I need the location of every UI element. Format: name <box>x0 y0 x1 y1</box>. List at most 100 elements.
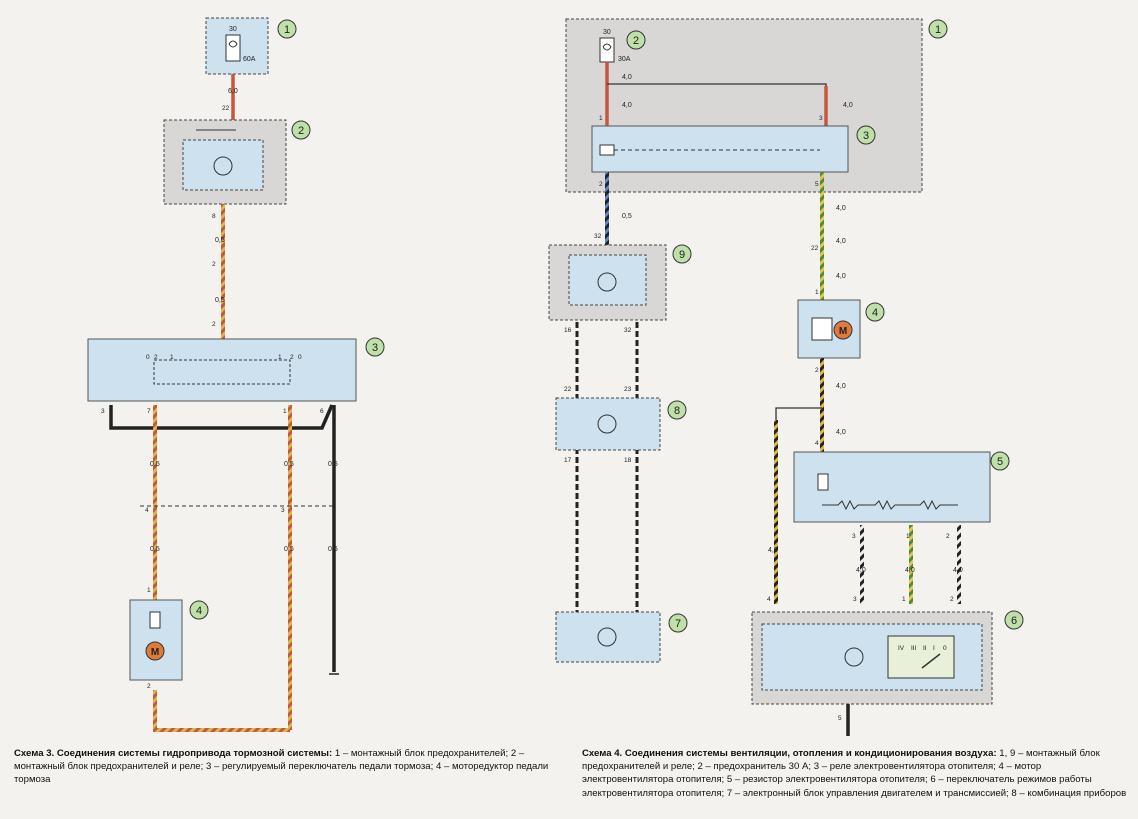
mode-switch-dial <box>887 635 955 679</box>
pin-label: 1 <box>170 354 174 361</box>
pin-label: 1 <box>599 115 603 122</box>
transistor-icon <box>597 272 617 292</box>
pin-label: 2 <box>147 683 151 690</box>
wire-label: 4,0 <box>836 429 846 436</box>
pin-label: 18 <box>624 457 632 464</box>
pin-label: 0 <box>298 354 302 361</box>
caption-body: 1, 9 – монтажный блок предохранителей и … <box>582 748 1127 799</box>
pin-label: 3 <box>281 507 285 514</box>
motor-letter: M <box>839 326 847 337</box>
switch-scale: III <box>911 645 917 652</box>
pin-label: 1 <box>902 596 906 603</box>
wire-label: 0,5 <box>328 461 338 468</box>
caption-scheme-4: Схема 4. Соединения системы вентиляции, … <box>582 747 1134 800</box>
callout-4 <box>189 600 209 620</box>
pin-label: 32 <box>594 233 602 240</box>
transistor-icon <box>597 627 617 647</box>
pin-label: 4 <box>815 440 819 447</box>
pin-label: 3 <box>101 408 105 415</box>
wire-label: 0,5 <box>215 297 225 304</box>
wire-label: 0,5 <box>284 546 294 553</box>
s3-brake-switch-block <box>87 338 357 402</box>
wire-label: 0,5 <box>622 213 632 220</box>
pin-label: 1 <box>278 354 282 361</box>
motor-letter: M <box>151 647 159 658</box>
callout-7 <box>668 613 688 633</box>
switch-scale: 0 <box>943 645 947 652</box>
pin-label: 8 <box>212 213 216 220</box>
pin-label: 4 <box>145 507 149 514</box>
resistor-icon <box>822 499 958 511</box>
wire-label: 4,0 <box>836 205 846 212</box>
callout-number: 1 <box>284 24 290 36</box>
callout-number: 5 <box>997 456 1003 468</box>
pin-label: 22 <box>811 245 819 252</box>
pin-label: 6 <box>320 408 324 415</box>
caption-title: Схема 4. Соединения системы вентиляции, … <box>582 748 997 759</box>
s3-fuse <box>225 34 241 62</box>
s3-ground-wire <box>109 404 334 430</box>
callout-number: 1 <box>935 24 941 36</box>
callout-number: 9 <box>679 249 685 261</box>
callout-number: 4 <box>872 307 878 319</box>
pin-label: 23 <box>624 386 632 393</box>
pin-label: 3 <box>819 115 823 122</box>
pin-label: 3 <box>853 596 857 603</box>
pin-label: 2 <box>815 367 819 374</box>
switch-scale: I <box>933 645 935 652</box>
s3-fuse-rating: 60A <box>243 56 256 63</box>
callout-number: 7 <box>675 618 681 630</box>
wire-label: 4,0 <box>836 273 846 280</box>
callout-number: 8 <box>674 405 680 417</box>
callout-1 <box>277 19 297 39</box>
pin-label: 1 <box>147 587 151 594</box>
pin-label: 22 <box>222 105 230 112</box>
callout-2 <box>291 120 311 140</box>
pin-label: 4 <box>767 596 771 603</box>
s3-fuse-top-label: 30 <box>229 26 237 33</box>
callout-number: 3 <box>372 342 378 354</box>
pin-label: 2 <box>950 596 954 603</box>
wire-label: 4,0 <box>836 238 846 245</box>
callout-number: 4 <box>196 605 202 617</box>
motor-icon <box>833 320 853 340</box>
callout-9 <box>672 244 692 264</box>
pin-label: 2 <box>212 261 216 268</box>
wire-label: 0,5 <box>284 461 294 468</box>
pin-label: 2 <box>212 321 216 328</box>
callout-6 <box>1004 610 1024 630</box>
s4-relay-block <box>591 125 849 173</box>
callout-number: 6 <box>1011 615 1017 627</box>
wire-label: 4,0 <box>622 74 632 81</box>
transistor-icon <box>597 414 617 434</box>
pin-label: 2 <box>154 354 158 361</box>
s4-instrument-cluster-block <box>555 397 661 451</box>
s4-fuse-top-label: 30 <box>603 29 611 36</box>
pin-label: 5 <box>838 715 842 722</box>
wiring-diagram-canvas: 30 60A 6,0 22 8 0,5 2 0,5 2 0 2 1 1 2 0 … <box>87 17 1024 736</box>
caption-body: 1 – монтажный блок предохранителей; 2 – … <box>14 748 549 786</box>
wire-label: 4,0 <box>768 547 778 554</box>
pin-label: 22 <box>564 386 572 393</box>
s4-resistor-fuse <box>817 473 829 491</box>
switch-scale: II <box>923 645 927 652</box>
wire-label: 6,0 <box>228 88 238 95</box>
pin-label: 16 <box>564 327 572 334</box>
transistor-icon <box>213 156 233 176</box>
wire-label: 0,5 <box>150 461 160 468</box>
callout-1 <box>928 19 948 39</box>
motor-filter-icon <box>811 317 833 341</box>
s4-fuse-rating: 30A <box>618 56 631 63</box>
pin-label: 0 <box>146 354 150 361</box>
transistor-icon <box>844 647 864 667</box>
wire-label: 0,5 <box>328 546 338 553</box>
callout-number: 2 <box>633 35 639 47</box>
wire-label: 4,0 <box>622 102 632 109</box>
callout-4 <box>865 302 885 322</box>
fuse-icon <box>228 40 238 48</box>
callout-3 <box>856 125 876 145</box>
s3-switch-inner <box>153 359 291 385</box>
callout-3 <box>365 337 385 357</box>
fuse-icon <box>602 43 612 51</box>
pin-label: 7 <box>147 408 151 415</box>
